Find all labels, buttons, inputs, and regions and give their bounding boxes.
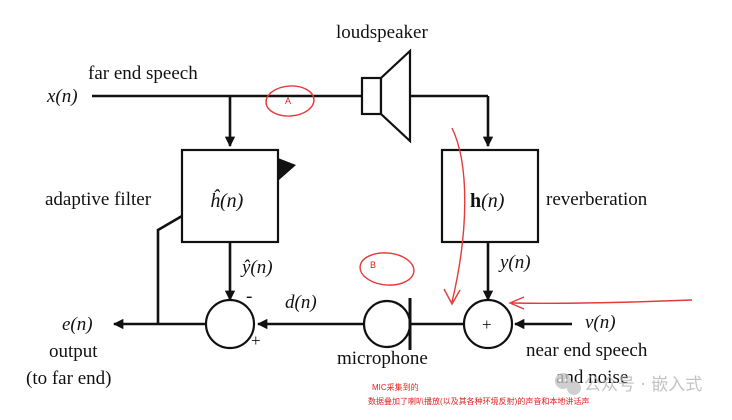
subtractor-circle <box>204 298 256 350</box>
v-signal-label: v(n) <box>585 312 616 333</box>
near-end-speech-label: near end speech <box>526 340 648 361</box>
summing-junction <box>462 298 514 350</box>
adaptive-filter-block <box>180 148 280 244</box>
x-signal-label: x(n) <box>46 86 78 107</box>
red-echo-path-arrowhead <box>443 288 461 306</box>
to-far-end-label: (to far end) <box>26 368 111 389</box>
reverberation-block <box>440 148 540 244</box>
loudspeaker-label: loudspeaker <box>336 22 428 43</box>
plus-sign-left: + <box>251 331 261 350</box>
loudspeaker-icon <box>360 48 412 144</box>
h-hat-label: ĥ(n) <box>210 188 244 212</box>
far-end-speech-label: far end speech <box>88 63 198 84</box>
output-label: output <box>49 341 98 362</box>
microphone-icon <box>362 298 412 350</box>
h-symbol: h <box>470 190 481 212</box>
marker-a-ellipse <box>265 85 315 117</box>
red-near-end-stroke <box>511 299 693 304</box>
h-label: h(n) <box>470 190 505 212</box>
adaptation-arrowhead <box>278 158 296 180</box>
error-feedback-line <box>156 214 183 324</box>
red-near-end-arrowhead <box>508 296 525 310</box>
annotation-note-line2: 数据叠加了喇叭播放(以及其各种环境反射)的声音和本地讲话声 <box>368 396 589 406</box>
marker-b-label: B <box>370 260 376 270</box>
watermark-text: 公众号 · 嵌入式 <box>584 375 702 395</box>
plus-sign-sum: + <box>482 315 492 334</box>
annotation-note-line1: MIC采集到的 <box>372 382 419 392</box>
red-echo-path-stroke <box>451 127 466 303</box>
minus-sign: - <box>246 286 252 307</box>
marker-b-ellipse <box>359 252 415 286</box>
marker-a-label: A <box>285 96 291 106</box>
e-signal-label: e(n) <box>62 314 93 335</box>
h-argument: (n) <box>481 190 505 212</box>
y-signal-label: y(n) <box>498 252 531 273</box>
d-signal-label: d(n) <box>285 292 317 313</box>
wechat-logo-icon <box>555 373 581 395</box>
watermark: 公众号 · 嵌入式 <box>555 373 702 395</box>
adaptive-filter-label: adaptive filter <box>45 189 152 210</box>
y-hat-label: ŷ(n) <box>240 257 273 278</box>
microphone-label: microphone <box>337 348 428 369</box>
reverberation-label: reverberation <box>546 189 648 210</box>
